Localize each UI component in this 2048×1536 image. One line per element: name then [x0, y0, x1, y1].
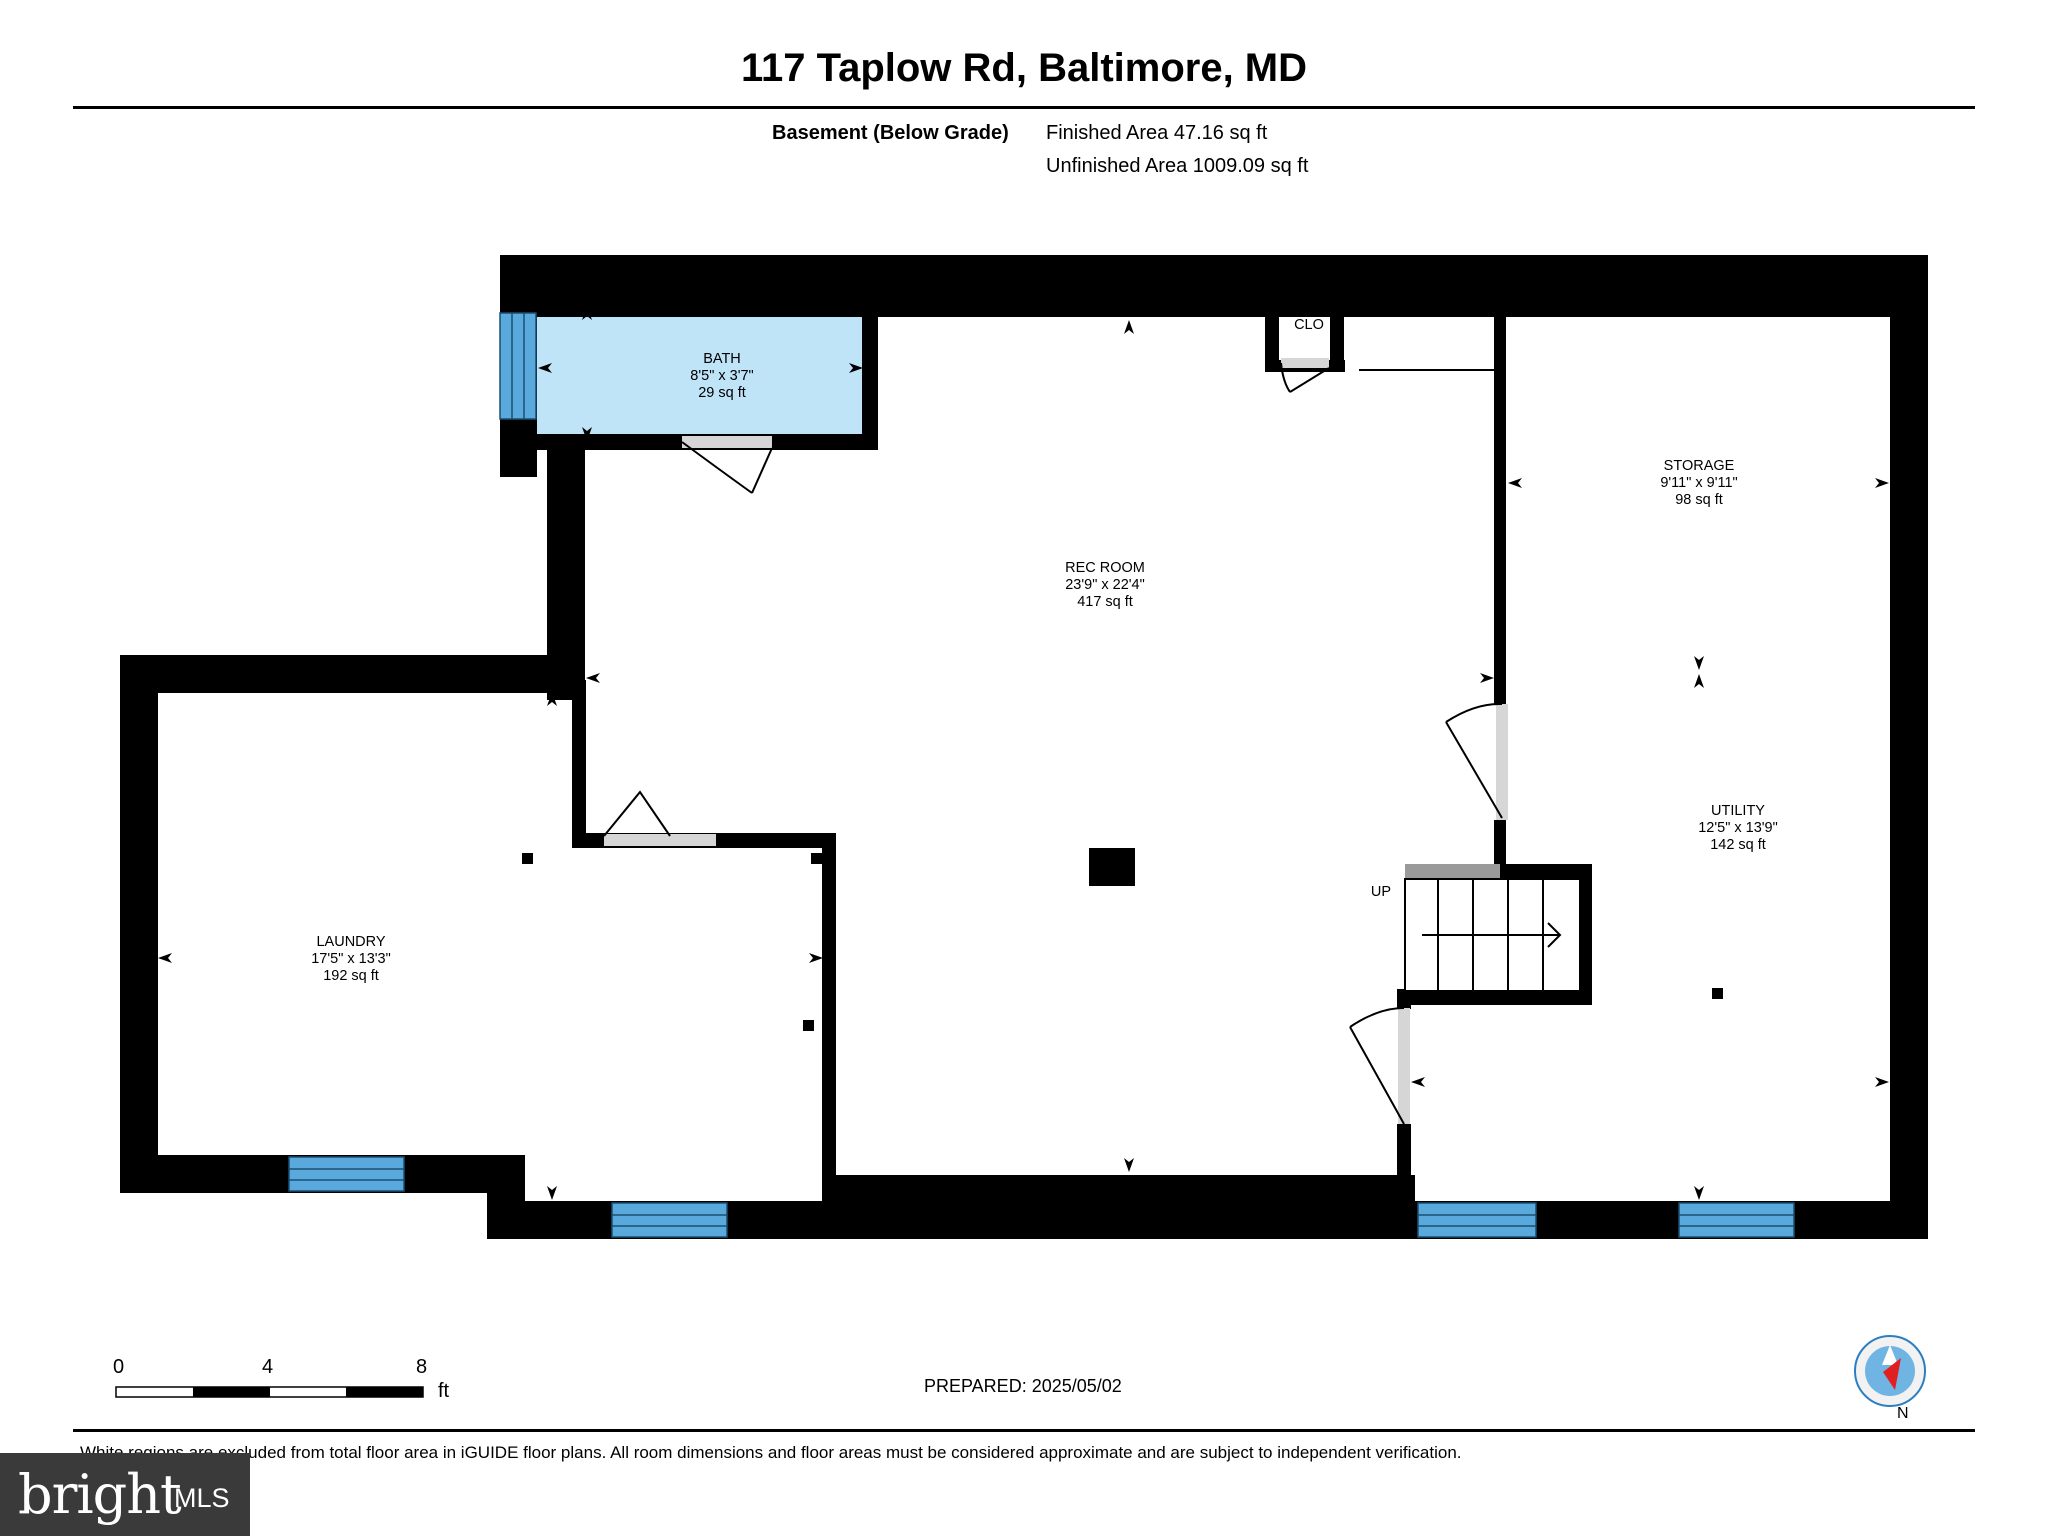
brand-name: bright [18, 1463, 182, 1526]
bath-dims: 8'5" x 3'7" [690, 368, 753, 384]
scale-tick-4: 4 [262, 1356, 274, 1378]
laundry-area: 192 sq ft [323, 968, 379, 984]
utility-area: 142 sq ft [1710, 837, 1766, 853]
level-label: Basement (Below Grade) [772, 122, 1009, 144]
columns [522, 848, 1723, 1031]
stair-arrow [1422, 922, 1562, 948]
storage-door-frame [1496, 704, 1508, 820]
window-mullions [289, 313, 1794, 1227]
interior-walls [537, 290, 1592, 1205]
bath-door-frame [682, 436, 772, 448]
brand-suffix: MLS [174, 1483, 230, 1513]
storage-dims: 9'11" x 9'11" [1660, 475, 1737, 491]
scale-tick-0: 0 [113, 1356, 125, 1378]
scale-tick-8: 8 [416, 1356, 428, 1378]
laundry-dims: 17'5" x 13'3" [311, 951, 391, 967]
rec-room-name: REC ROOM [1065, 560, 1145, 576]
disclaimer: White regions are excluded from total fl… [80, 1443, 1462, 1462]
laundry-door-frame [604, 834, 716, 846]
unfinished-area: Unfinished Area 1009.09 sq ft [1046, 155, 1309, 177]
windows [288, 312, 1795, 1238]
utility-dims: 12'5" x 13'9" [1698, 820, 1778, 836]
dimension-markers [158, 294, 1889, 1200]
compass-north-label: N [1897, 1405, 1909, 1422]
finished-area: Finished Area 47.16 sq ft [1046, 122, 1268, 144]
doors [603, 358, 1508, 1125]
storage-door-swing [1445, 702, 1503, 819]
compass-icon [1854, 1335, 1926, 1407]
utility-door-swing [1349, 1007, 1405, 1125]
scale-unit: ft [438, 1380, 450, 1402]
scale-bar [115, 1386, 424, 1398]
closet-door-swing [1280, 362, 1330, 393]
bath-fill [537, 307, 864, 441]
closet-name: CLO [1294, 317, 1324, 333]
laundry-door-swing [603, 790, 671, 837]
rec-room-dims: 23'9" x 22'4" [1065, 577, 1145, 593]
bath-area: 29 sq ft [698, 385, 746, 401]
page-title: 117 Taplow Rd, Baltimore, MD [740, 46, 1308, 90]
rec-room-area: 417 sq ft [1077, 594, 1133, 610]
bright-mls-logo: bright MLS [0, 1453, 250, 1536]
utility-name: UTILITY [1711, 803, 1765, 819]
storage-name: STORAGE [1664, 458, 1735, 474]
bath-door-swing [681, 441, 773, 494]
header-rule [73, 106, 1975, 109]
stairs-label: UP [1371, 884, 1391, 900]
stair-landing [1405, 864, 1500, 880]
bath-name: BATH [703, 351, 741, 367]
exterior-walls [120, 255, 1928, 1239]
storage-area: 98 sq ft [1675, 492, 1723, 508]
footer-rule [73, 1429, 1975, 1432]
prepared-date: PREPARED: 2025/05/02 [924, 1376, 1122, 1396]
closet-divider [1359, 369, 1497, 371]
utility-door-frame [1398, 1008, 1410, 1124]
closet-door-frame [1281, 358, 1329, 368]
staircase [1404, 864, 1581, 992]
laundry-name: LAUNDRY [316, 934, 385, 950]
